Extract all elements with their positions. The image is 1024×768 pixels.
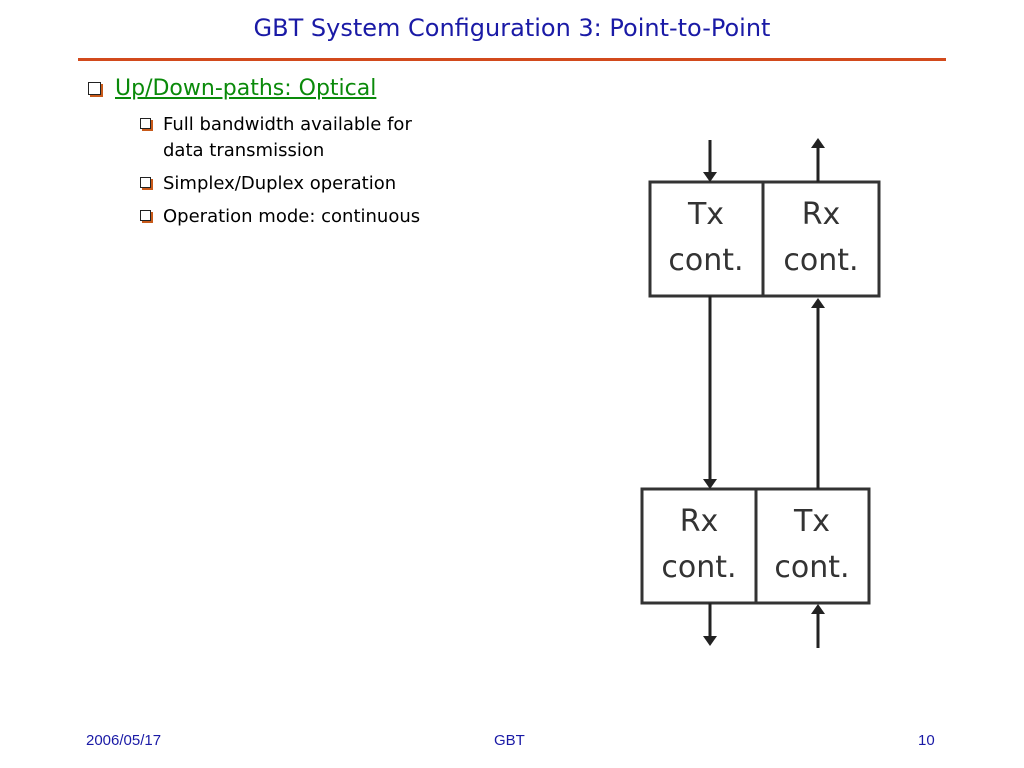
tx-top-label-1: Tx [687, 197, 724, 232]
checkbox-bullet-icon [140, 210, 151, 221]
slide-title: GBT System Configuration 3: Point-to-Poi… [253, 14, 771, 42]
title-divider [78, 58, 946, 61]
rx-top-label-2: cont. [783, 243, 858, 278]
rx-bottom-label-1: Rx [680, 504, 719, 539]
footer-date: 2006/05/17 [86, 732, 162, 749]
sub-bullet-bandwidth: Full bandwidth available for data transm… [140, 112, 412, 164]
footer-page-number: 10 [918, 732, 935, 749]
bullet-text-optical: Up/Down-paths: Optical [115, 76, 377, 101]
tx-controller-bottom-box [754, 487, 871, 605]
tx-bottom-label-2: cont. [774, 550, 849, 585]
rx-controller-top-box [761, 180, 881, 298]
rx-bottom-label-2: cont. [661, 550, 736, 585]
sub-bullet-text: Simplex/Duplex operation [163, 173, 397, 194]
sub-bullet-mode: Operation mode: continuous [140, 204, 420, 230]
tx-top-label-2: cont. [668, 243, 743, 278]
tx-controller-top-box [648, 180, 765, 298]
bullet-level1: Up/Down-paths: Optical [88, 76, 376, 101]
sub-bullet-text: Operation mode: continuous [163, 206, 421, 227]
tx-bottom-label-1: Tx [793, 504, 830, 539]
sub-bullet-simplex: Simplex/Duplex operation [140, 171, 396, 197]
rx-controller-bottom-box [640, 487, 758, 605]
checkbox-bullet-icon [140, 118, 151, 129]
footer-title: GBT [494, 732, 525, 749]
checkbox-bullet-icon [88, 82, 101, 95]
sub-bullet-text: Full bandwidth available for data transm… [163, 114, 412, 161]
point-to-point-diagram: Tx cont. Rx cont. Rx cont. Tx cont. [640, 138, 881, 648]
checkbox-bullet-icon [140, 177, 151, 188]
rx-top-label-1: Rx [802, 197, 841, 232]
